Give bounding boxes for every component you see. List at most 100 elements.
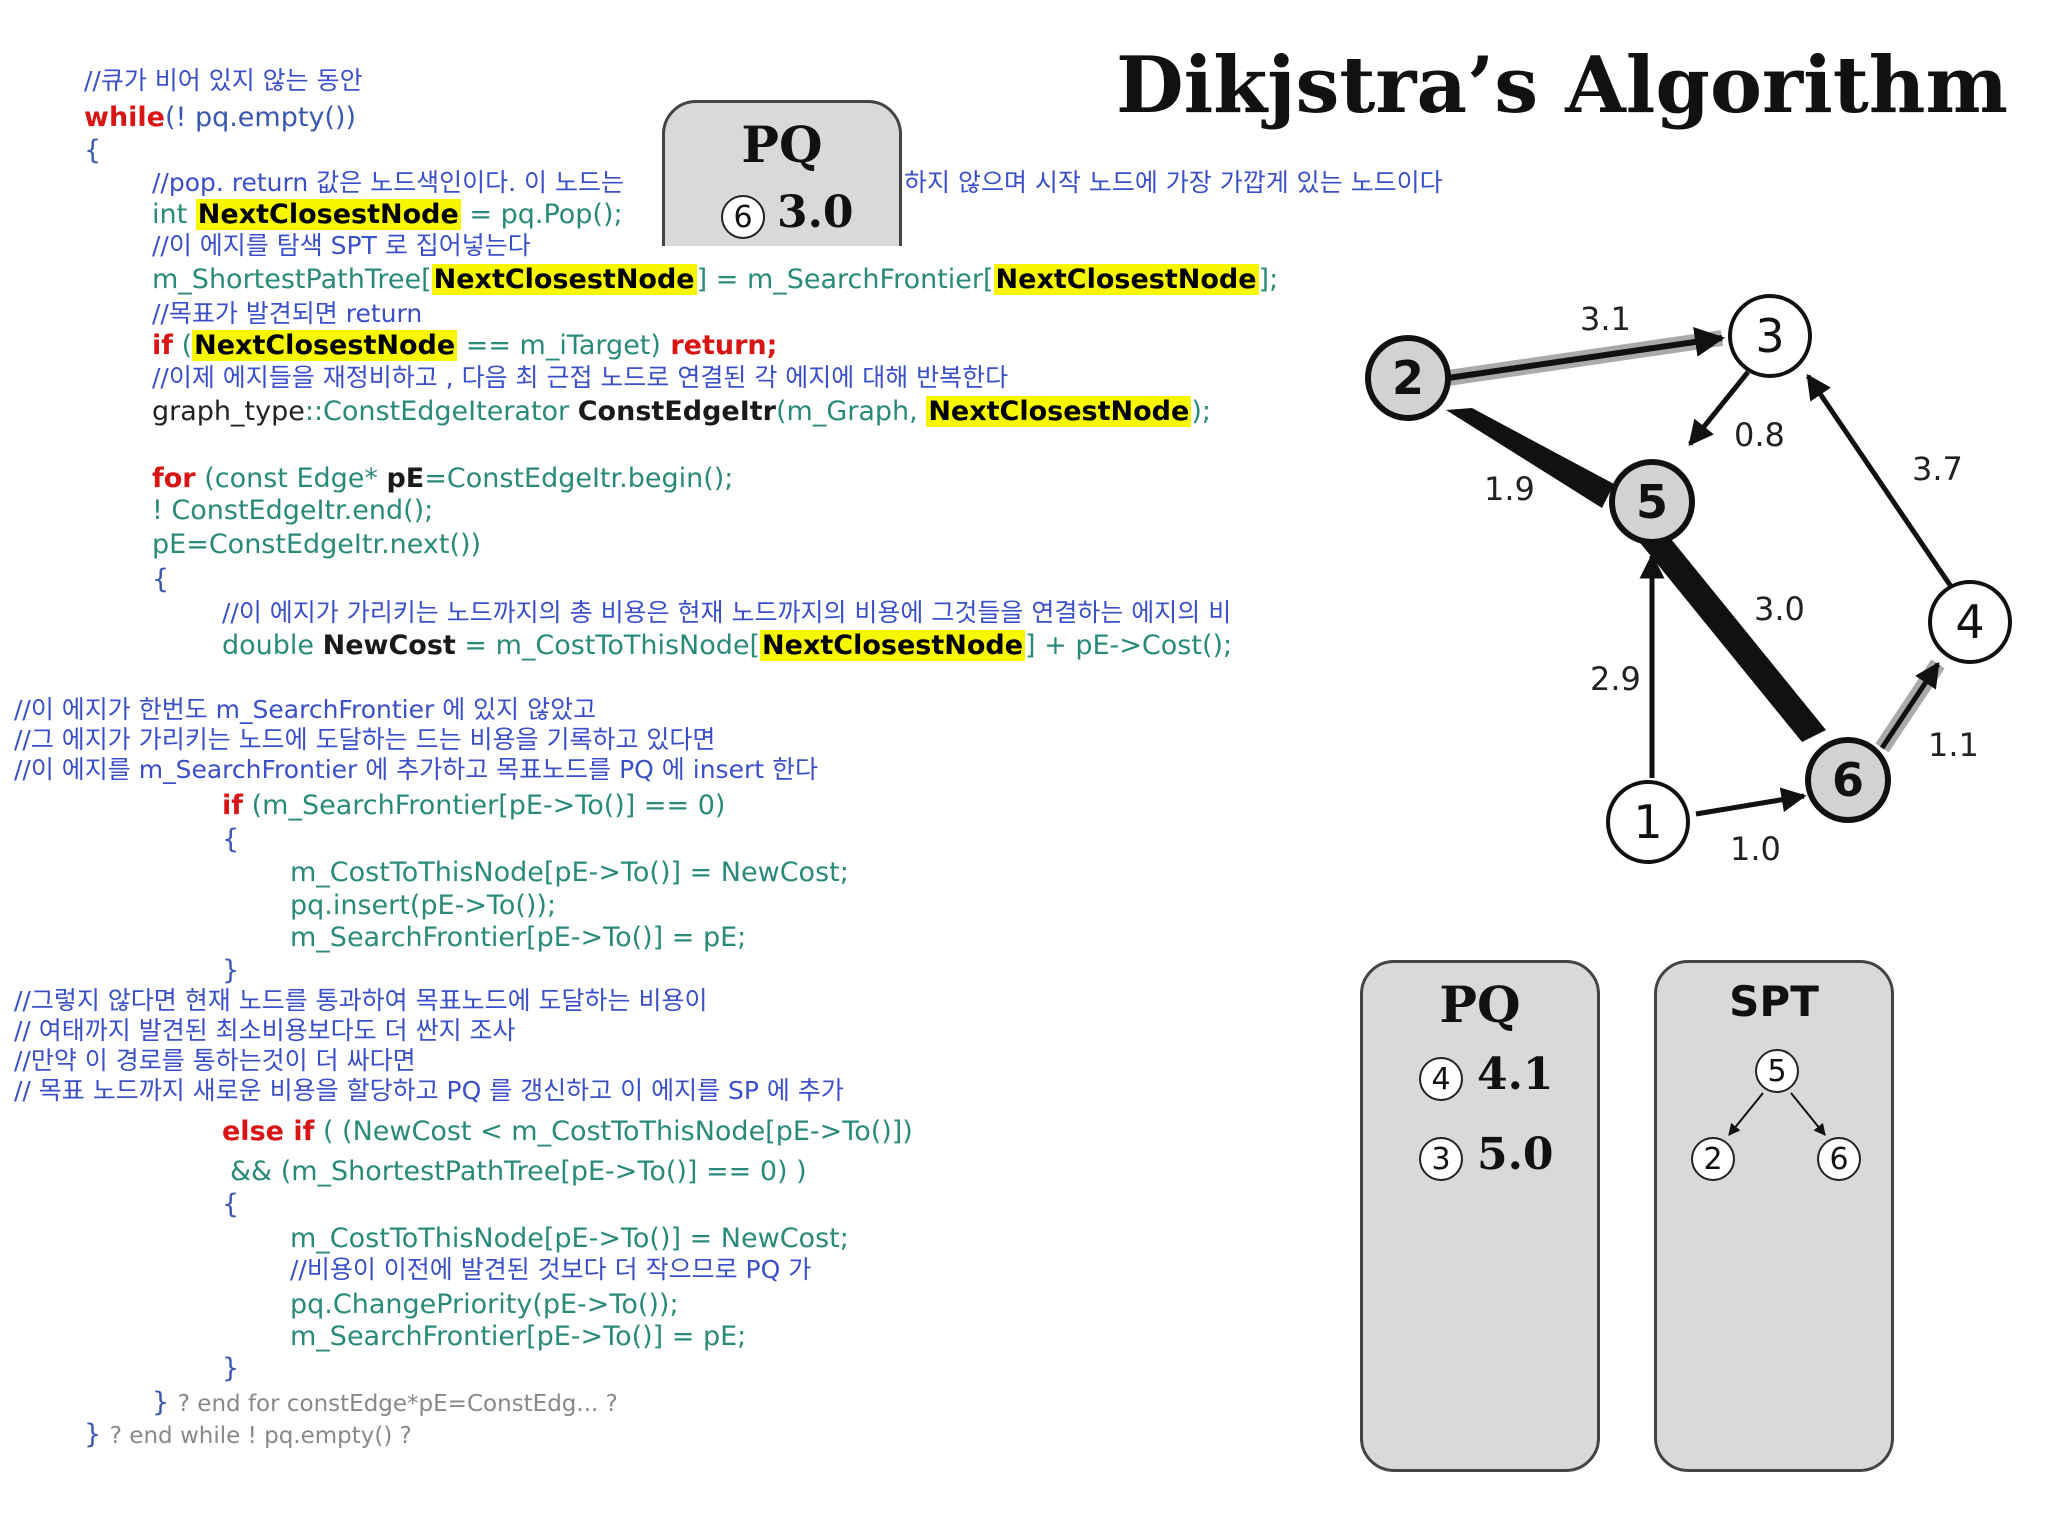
- code-comment: 하지 않으며 시작 노드에 가장 가깝게 있는 노드이다: [904, 168, 1443, 197]
- pq-node-circle: 3: [1419, 1137, 1463, 1181]
- edge-5-6: [1628, 518, 1826, 742]
- code-line-pop: int NextClosestNode = pq.Pop();: [152, 198, 623, 232]
- code-text: =ConstEdgeItr.begin();: [424, 463, 734, 494]
- highlight-ncn: NextClosestNode: [195, 199, 461, 230]
- code-text: ( (NewCost < m_CostToThisNode[pE->To()]): [314, 1116, 913, 1147]
- edge-4-3: [1805, 373, 1955, 590]
- spt-edge-right: [1790, 1092, 1826, 1136]
- code-line-while: while(! pq.empty()): [84, 101, 356, 135]
- keyword: for: [152, 463, 196, 494]
- graph-node-2: 2: [1365, 335, 1451, 421]
- graph-node-1: 1: [1606, 780, 1690, 864]
- node-label: 3: [1755, 309, 1784, 363]
- page-title: Dikjstra’s Algorithm: [1115, 40, 2008, 131]
- code-text: double: [222, 630, 323, 661]
- edge-weight-4-3: 3.7: [1912, 450, 1963, 488]
- pq-node-circle: 4: [1419, 1057, 1463, 1101]
- code-text: ];: [1258, 264, 1279, 295]
- code-text: = m_CostToThisNode[: [455, 630, 761, 661]
- edge-weight-1-6: 1.0: [1730, 830, 1781, 868]
- edge-3-5: [1688, 370, 1750, 446]
- code-line: pq.insert(pE->To());: [290, 890, 557, 921]
- code-line-else-if: else if ( (NewCost < m_CostToThisNode[pE…: [222, 1115, 913, 1149]
- edge-weight-5-2: 1.9: [1484, 470, 1535, 508]
- code-comment: //그 에지가 가리키는 노드에 도달하는 드는 비용을 기록하고 있다면: [14, 725, 716, 754]
- pq-title: PQ: [1439, 975, 1521, 1034]
- code-comment: //비용이 이전에 발견된 것보다 더 작으므로 PQ 가: [290, 1255, 812, 1284]
- code-text: );: [1191, 396, 1211, 427]
- pq-box-top-wrapper: PQ 6 3.0: [662, 100, 902, 246]
- code-line-for-next: pE=ConstEdgeItr.next()): [152, 529, 482, 560]
- spt-node-root: 5: [1755, 1049, 1799, 1093]
- code-comment: //만약 이 경로를 통하는것이 더 싸다면: [14, 1046, 416, 1075]
- code-comment: // 여태까지 발견된 최소비용보다도 더 싼지 조사: [14, 1016, 516, 1045]
- pq-cost: 4.1: [1477, 1049, 1554, 1100]
- code-text: ;: [766, 330, 778, 361]
- edge-1-6: [1695, 787, 1807, 817]
- spt-node-right: 6: [1817, 1137, 1861, 1181]
- edge-weight-3-5: 0.8: [1734, 416, 1785, 454]
- code-comment: //이 에지를 탐색 SPT 로 집어넣는다: [152, 231, 531, 260]
- edge-weight-6-4: 1.1: [1928, 726, 1979, 764]
- node-label: 2: [1392, 351, 1424, 405]
- code-comment: //이 에지가 가리키는 노드까지의 총 비용은 현재 노드까지의 비용에 그것…: [222, 598, 1232, 627]
- code-text: m_ShortestPathTree[: [152, 264, 432, 295]
- code-text: (m_SearchFrontier[pE->To()] == 0): [251, 790, 726, 821]
- code-line-for: for (const Edge* pE=ConstEdgeItr.begin()…: [152, 462, 733, 496]
- code-text: ? end for constEdge*pE=ConstEdg... ?: [177, 1391, 618, 1417]
- graph-node-4: 4: [1928, 580, 2012, 664]
- pq-node-circle: 6: [721, 195, 765, 239]
- code-brace: }: [222, 1353, 240, 1384]
- code-text: ] = m_SearchFrontier[: [696, 264, 994, 295]
- code-end-for: } ? end for constEdge*pE=ConstEdg... ?: [152, 1386, 618, 1421]
- pq-cost: 5.0: [1477, 1129, 1554, 1180]
- keyword: return: [660, 330, 767, 361]
- code-line-if-frontier: if (m_SearchFrontier[pE->To()] == 0): [222, 789, 725, 823]
- code-brace: }: [152, 1387, 170, 1418]
- pq-box-bottom: PQ 4 4.1 3 5.0: [1360, 960, 1600, 1472]
- highlight-ncn: NextClosestNode: [993, 264, 1259, 295]
- code-comment: //이 에지가 한번도 m_SearchFrontier 에 있지 않았고: [14, 695, 597, 724]
- code-comment: //이 에지를 m_SearchFrontier 에 추가하고 목표노드를 PQ…: [14, 755, 818, 784]
- highlight-ncn: NextClosestNode: [431, 264, 697, 295]
- identifier: ConstEdgeItr: [577, 396, 776, 427]
- code-text: (m_Graph,: [775, 396, 927, 427]
- graph-node-3: 3: [1728, 294, 1812, 378]
- pq-cost: 3.0: [777, 187, 854, 238]
- graph-node-6: 6: [1805, 737, 1891, 823]
- identifier: pE: [386, 463, 425, 494]
- code-text: (: [173, 330, 193, 361]
- code-brace: {: [84, 135, 102, 166]
- code-comment: //이제 에지들을 재정비하고 , 다음 최 근접 노드로 연결된 각 에지에 …: [152, 363, 1009, 392]
- graph-node-5: 5: [1609, 459, 1695, 545]
- code-line-if-target: if (NextClosestNode == m_iTarget) return…: [152, 329, 777, 363]
- code-line-else-if-2: && (m_ShortestPathTree[pE->To()] == 0) ): [230, 1156, 807, 1187]
- spt-edge-left: [1728, 1092, 1764, 1136]
- code-line: m_CostToThisNode[pE->To()] = NewCost;: [290, 857, 849, 888]
- code-text: ? end while ! pq.empty() ?: [109, 1423, 412, 1449]
- code-text: == m_iTarget): [457, 330, 661, 361]
- code-brace: {: [152, 564, 170, 595]
- keyword: if: [222, 790, 244, 821]
- highlight-ncn: NextClosestNode: [926, 396, 1192, 427]
- edge-2-3: [1447, 327, 1725, 381]
- edge-weight-1-5: 2.9: [1590, 660, 1641, 698]
- code-brace: {: [222, 824, 240, 855]
- spt-title: SPT: [1729, 977, 1819, 1026]
- code-comment: //pop. return 값은 노드색인이다. 이 노드는: [152, 168, 624, 197]
- spt-tree: [1728, 1092, 1826, 1136]
- node-label: 1: [1633, 795, 1662, 849]
- code-brace: }: [84, 1419, 102, 1450]
- identifier: NewCost: [322, 630, 456, 661]
- keyword: while: [84, 102, 165, 133]
- code-line: m_SearchFrontier[pE->To()] = pE;: [290, 1321, 747, 1352]
- highlight-ncn: NextClosestNode: [760, 630, 1026, 661]
- edge-weight-2-3: 3.1: [1580, 300, 1631, 338]
- code-text: int: [152, 199, 196, 230]
- code-brace: }: [222, 955, 240, 986]
- code-line: m_SearchFrontier[pE->To()] = pE;: [290, 922, 747, 953]
- pq-title: PQ: [741, 115, 823, 174]
- spt-node-left: 2: [1691, 1137, 1735, 1181]
- pq-box-top: PQ 6 3.0: [662, 100, 902, 246]
